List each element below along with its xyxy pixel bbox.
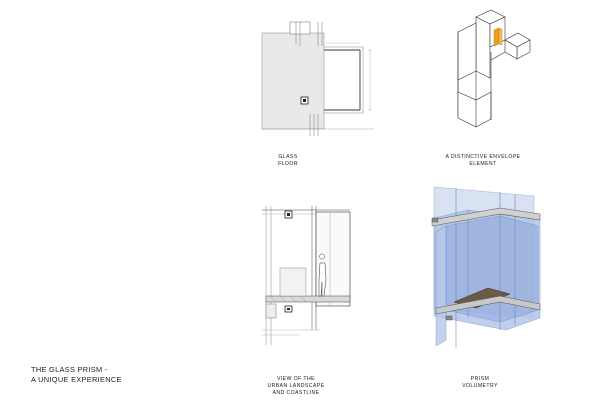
glass-floor-caption-line-2: FLOOR bbox=[278, 161, 298, 167]
section-view-caption-line-1: VIEW OF THE bbox=[276, 376, 316, 382]
glass-floor-plan bbox=[261, 21, 374, 136]
envelope-caption-line-2: ELEMENT bbox=[469, 161, 497, 167]
sheet-title-line-2: A UNIQUE EXPERIENCE bbox=[31, 375, 122, 384]
prism-volumetry bbox=[431, 186, 541, 348]
glass-floor-caption: GLASS FLOOR bbox=[262, 154, 314, 168]
envelope-caption: A DISTINCTIVE ENVELOPE ELEMENT bbox=[440, 154, 526, 168]
glass-floor-caption-line-1: GLASS bbox=[278, 154, 298, 160]
sheet-title: THE GLASS PRISM - A UNIQUE EXPERIENCE bbox=[31, 365, 122, 385]
section-view-caption-line-2: URBAN LANDSCAPE bbox=[267, 383, 325, 389]
section-view-caption-line-3: AND COASTLINE bbox=[272, 390, 320, 396]
prism-caption: PRISM VOLUMETRY bbox=[450, 376, 510, 390]
envelope-caption-line-1: A DISTINCTIVE ENVELOPE bbox=[445, 154, 521, 160]
sheet-title-line-1: THE GLASS PRISM - bbox=[31, 365, 108, 374]
section-view-caption: VIEW OF THE URBAN LANDSCAPE AND COASTLIN… bbox=[258, 376, 334, 397]
section-view bbox=[262, 206, 351, 345]
envelope-axonometric bbox=[457, 9, 531, 128]
prism-caption-line-2: VOLUMETRY bbox=[462, 383, 498, 389]
prism-caption-line-1: PRISM bbox=[470, 376, 490, 382]
